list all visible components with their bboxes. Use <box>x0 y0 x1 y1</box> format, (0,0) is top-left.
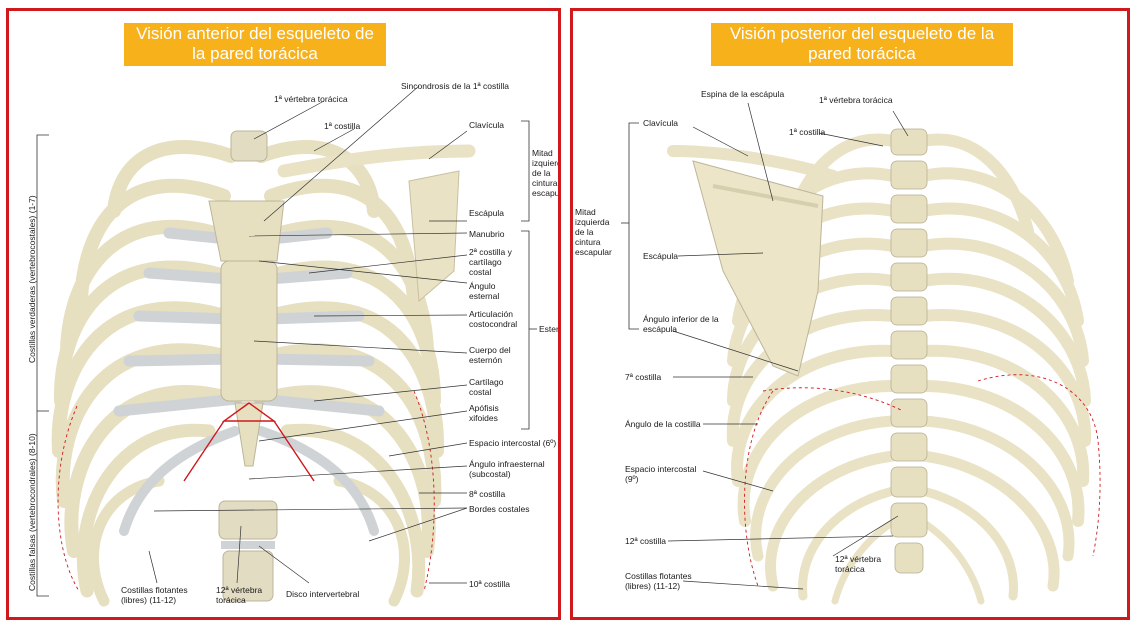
label-clavicula: Clavícula <box>643 118 678 128</box>
label-costilla-2: 2ª costilla y cartílago costal <box>469 247 512 277</box>
label-escapula: Escápula <box>469 208 504 218</box>
anterior-view-panel: Visión anterior del esqueleto de la pare… <box>6 8 561 620</box>
label-costilla-12: 12ª costilla <box>625 536 666 546</box>
label-vertebra-12: 12ª vértebra torácica <box>216 585 263 605</box>
label-costillas-verdaderas: Costillas verdaderas (vertebrocostales) … <box>27 195 37 363</box>
label-costilla-1: 1ª costilla <box>789 127 826 137</box>
panel-title: Visión anterior del esqueleto de la pare… <box>124 23 386 66</box>
label-escapula: Escápula <box>643 251 678 261</box>
label-apofisis: Apófisis xifoides <box>469 403 499 423</box>
label-angulo-inferior: Ángulo inferior de la escápula <box>643 314 719 334</box>
panel-title: Visión posterior del esqueleto de la par… <box>711 23 1013 66</box>
label-mitad-cintura: Mitad izquierda de la cintura escapular <box>575 207 612 257</box>
label-vertebra-1: 1ª vértebra torácica <box>819 95 893 105</box>
label-costilla-1: 1ª costilla <box>324 121 361 131</box>
label-espacio-intercostal: Espacio intercostal (9º) <box>625 464 697 484</box>
label-bordes-costales: Bordes costales <box>469 504 530 514</box>
posterior-view-panel: Visión posterior del esqueleto de la par… <box>570 8 1130 620</box>
label-vertebra-12: 12ª vértebra torácica <box>835 554 882 574</box>
label-esternon: Esternón <box>539 324 559 334</box>
label-costillas-falsas-range: (8-10) <box>27 433 37 456</box>
label-vertebra-1: 1ª vértebra torácica <box>274 94 348 104</box>
label-costilla-7: 7ª costilla <box>625 372 662 382</box>
label-costilla-8: 8ª costilla <box>469 489 506 499</box>
label-disco: Disco intervertebral <box>286 589 360 599</box>
label-angulo-costilla: Ángulo de la costilla <box>625 419 701 429</box>
label-mitad-cintura: Mitad izquierda de la cintura escapular <box>532 148 560 198</box>
label-angulo-infraesternal: Ángulo infraesternal (subcostal) <box>469 459 545 479</box>
label-clavicula: Clavícula <box>469 120 504 130</box>
label-cuerpo-esternon: Cuerpo del esternón <box>469 345 511 365</box>
label-costilla-10: 10ª costilla <box>469 579 510 589</box>
posterior-thorax-illustration <box>621 102 1101 605</box>
label-cartilago: Cartílago costal <box>469 377 504 397</box>
label-espina-escapula: Espina de la escápula <box>701 89 785 99</box>
label-costillas-falsas: Costillas falsas (vertebrocondrales) <box>27 458 37 591</box>
label-sincondrosis: Sincondrosis de la 1ª costilla <box>401 81 510 91</box>
label-angulo-esternal: Ángulo esternal <box>469 281 500 301</box>
label-costillas-flotantes: Costillas flotantes (libres) (11-12) <box>625 571 692 591</box>
anterior-thorax-illustration <box>36 85 537 607</box>
label-articulacion: Articulación costocondral <box>469 309 518 329</box>
label-costillas-flotantes: Costillas flotantes (libres) (11-12) <box>121 585 188 605</box>
label-espacio-intercostal: Espacio intercostal (6º) <box>469 438 557 448</box>
label-manubrio: Manubrio <box>469 229 505 239</box>
